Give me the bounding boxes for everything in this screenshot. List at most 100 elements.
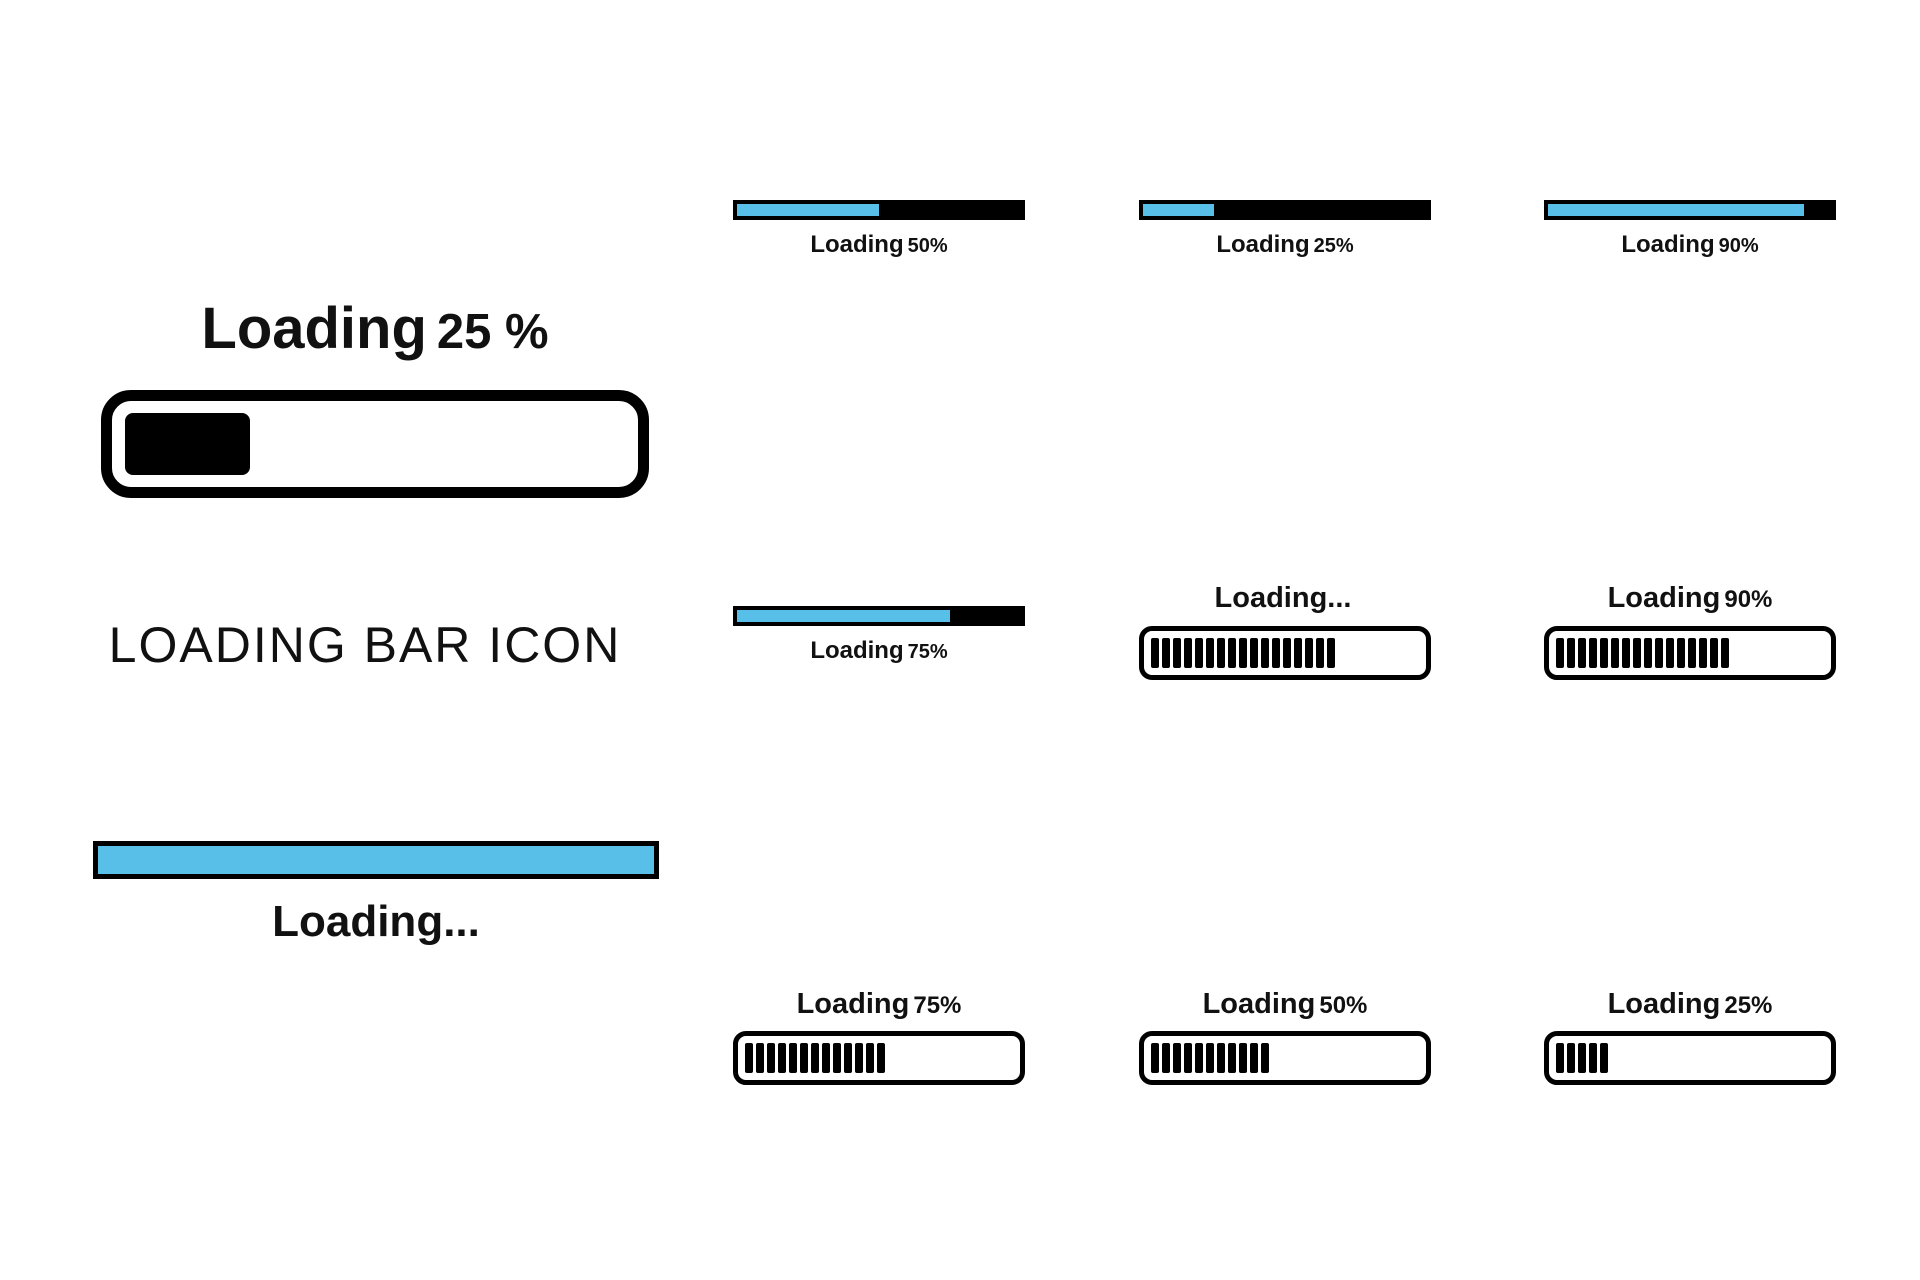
segment-row bbox=[1151, 638, 1335, 668]
segment bbox=[1206, 638, 1214, 668]
segment bbox=[1206, 1043, 1214, 1073]
segment bbox=[1305, 638, 1313, 668]
segment bbox=[844, 1043, 852, 1073]
thin-loading-fill bbox=[1143, 204, 1214, 216]
segment bbox=[822, 1043, 830, 1073]
segment bbox=[1173, 1043, 1181, 1073]
thin-loading-bar bbox=[733, 606, 1025, 626]
segmented-loading-word: Loading bbox=[1607, 988, 1721, 1020]
hero-loading-percent: 25 % bbox=[436, 305, 549, 359]
segmented-loading-label: Loading... bbox=[1139, 584, 1431, 613]
segmented-loading-percent: 50% bbox=[1319, 992, 1368, 1019]
segment bbox=[1217, 1043, 1225, 1073]
segment bbox=[1710, 638, 1718, 668]
thin-loading-percent: 50% bbox=[907, 235, 948, 257]
segment bbox=[1578, 638, 1586, 668]
segmented-loading-percent: 75% bbox=[913, 992, 962, 1019]
thin-loading-bar bbox=[1139, 200, 1431, 220]
segment bbox=[1655, 638, 1663, 668]
segment bbox=[745, 1043, 753, 1073]
segment bbox=[1184, 638, 1192, 668]
segmented-loading-percent: 90% bbox=[1724, 586, 1773, 613]
segment bbox=[1294, 638, 1302, 668]
segment bbox=[1316, 638, 1324, 668]
segment bbox=[789, 1043, 797, 1073]
segment bbox=[1162, 638, 1170, 668]
segment bbox=[866, 1043, 874, 1073]
thin-loading-word: Loading bbox=[1216, 231, 1310, 258]
segmented-loading-word: Loading bbox=[1607, 582, 1721, 614]
segment bbox=[1151, 638, 1159, 668]
segmented-loading-word: Loading... bbox=[1214, 582, 1352, 614]
segment bbox=[1644, 638, 1652, 668]
segment-row bbox=[745, 1043, 885, 1073]
segment bbox=[1721, 638, 1729, 668]
segment bbox=[1195, 638, 1203, 668]
segment bbox=[1217, 638, 1225, 668]
segment bbox=[1195, 1043, 1203, 1073]
segment bbox=[1228, 638, 1236, 668]
segment bbox=[1578, 1043, 1586, 1073]
thin-loading-word: Loading bbox=[810, 231, 904, 258]
segment bbox=[1688, 638, 1696, 668]
segmented-loading-percent: 25% bbox=[1724, 992, 1773, 1019]
segment-row bbox=[1556, 1043, 1608, 1073]
segment bbox=[1567, 638, 1575, 668]
segment bbox=[1239, 638, 1247, 668]
thin-loading-word: Loading bbox=[1621, 231, 1715, 258]
segment bbox=[855, 1043, 863, 1073]
segment bbox=[1151, 1043, 1159, 1073]
thin-loading-fill bbox=[1548, 204, 1804, 216]
segment bbox=[1600, 638, 1608, 668]
segment bbox=[1261, 638, 1269, 668]
segmented-loading-bar bbox=[1139, 626, 1431, 680]
segment bbox=[1611, 638, 1619, 668]
segmented-loading-bar bbox=[1544, 1031, 1836, 1085]
hero-loading-fill bbox=[125, 413, 250, 475]
thin-loading-word: Loading bbox=[810, 637, 904, 664]
segment bbox=[1184, 1043, 1192, 1073]
segment bbox=[1589, 638, 1597, 668]
segment bbox=[877, 1043, 885, 1073]
segmented-loading-bar bbox=[1544, 626, 1836, 680]
segment bbox=[1228, 1043, 1236, 1073]
segmented-loading-word: Loading bbox=[1202, 988, 1316, 1020]
thin-loading-percent: 25% bbox=[1313, 235, 1354, 257]
segment bbox=[1239, 1043, 1247, 1073]
thin-loading-percent: 75% bbox=[907, 641, 948, 663]
segment bbox=[756, 1043, 764, 1073]
thin-loading-fill bbox=[737, 610, 950, 622]
segment bbox=[1567, 1043, 1575, 1073]
segmented-loading-bar bbox=[1139, 1031, 1431, 1085]
segment bbox=[1699, 638, 1707, 668]
segment bbox=[1622, 638, 1630, 668]
segment bbox=[1589, 1043, 1597, 1073]
segment bbox=[767, 1043, 775, 1073]
segment bbox=[1272, 638, 1280, 668]
thin-loading-bar bbox=[1544, 200, 1836, 220]
segment bbox=[1666, 638, 1674, 668]
segment-row bbox=[1556, 638, 1729, 668]
segment bbox=[811, 1043, 819, 1073]
segment bbox=[833, 1043, 841, 1073]
segment bbox=[1250, 638, 1258, 668]
segment bbox=[1173, 638, 1181, 668]
segment bbox=[1556, 638, 1564, 668]
segment bbox=[800, 1043, 808, 1073]
page-title: LOADING BAR ICON bbox=[108, 617, 622, 673]
thin-loading-percent: 90% bbox=[1718, 235, 1759, 257]
segment bbox=[1677, 638, 1685, 668]
segment bbox=[778, 1043, 786, 1073]
wide-loading-bar bbox=[93, 841, 659, 879]
segment bbox=[1162, 1043, 1170, 1073]
segment bbox=[1556, 1043, 1564, 1073]
